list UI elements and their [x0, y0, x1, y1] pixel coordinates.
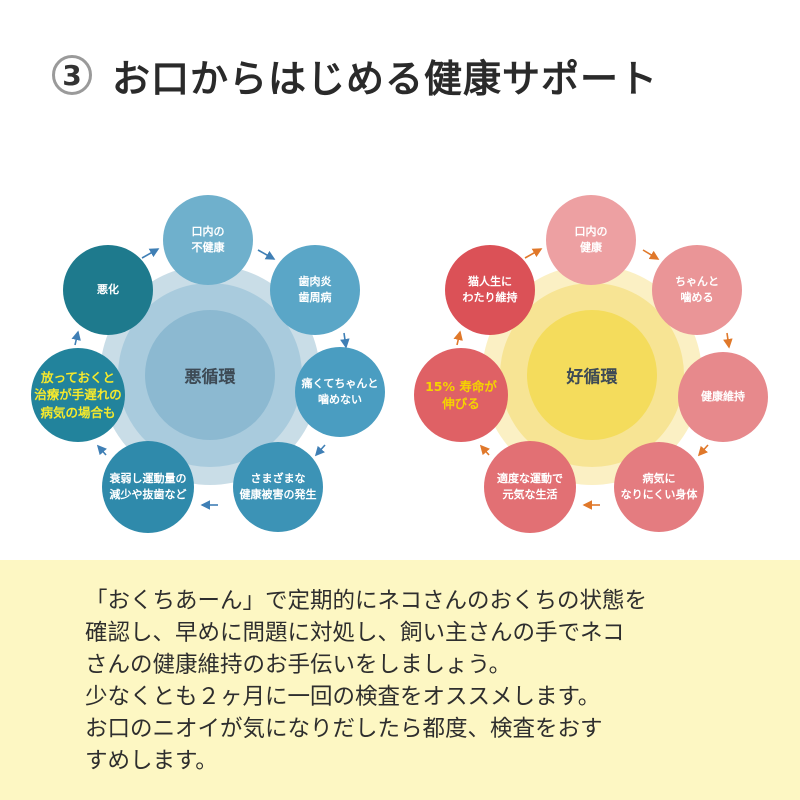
vicious-inner-ring: [145, 310, 275, 440]
virtuous-arrows: [453, 248, 733, 510]
vicious-node-gingivitis: 歯肉炎 歯周病: [270, 245, 360, 335]
vicious-center-label: 悪循環: [184, 367, 236, 388]
vicious-node-untreated-warning: 放っておくと 治療が手遅れの 病気の場合も: [31, 348, 125, 442]
virtuous-node-health-maintenance: 健康維持: [678, 352, 768, 442]
virtuous-node-oral-healthy: 口内の 健康: [546, 195, 636, 285]
cycle-diagrams: 悪循環 口内の 不健康 歯肉炎 歯周病 痛くてちゃんと 噛めない さまざまな 健…: [31, 195, 768, 533]
arrow-icon: [697, 444, 709, 457]
note-line: すめします。: [85, 748, 218, 774]
cycle-arrows: [71, 248, 733, 510]
virtuous-node-disease-resistant: 病気に なりにくい身体: [614, 442, 704, 532]
virtuous-node-can-chew: ちゃんと 噛める: [652, 245, 742, 335]
virtuous-node-lifespan-extended: 15% 寿命が 伸びる: [414, 348, 508, 442]
arrow-icon: [453, 330, 463, 346]
arrow-icon: [96, 444, 107, 456]
vicious-node-weakening: 衰弱し運動量の 減少や抜歯など: [102, 441, 194, 533]
arrow-icon: [524, 248, 543, 259]
arrow-icon: [314, 444, 326, 457]
vicious-node-worsening: 悪化: [63, 245, 153, 335]
note-line: 「おくちあーん」で定期的にネコさんのおくちの状態を: [85, 588, 648, 614]
arrow-icon: [71, 330, 81, 346]
virtuous-node-active-life: 適度な運動で 元気な生活: [484, 441, 576, 533]
virtuous-center-label: 好循環: [566, 367, 618, 388]
note-line: 少なくとも２ヶ月に一回の検査をオススメします。: [85, 684, 601, 710]
arrow-icon: [642, 249, 660, 260]
page-title: お口からはじめる健康サポート: [112, 56, 659, 101]
arrow-icon: [141, 248, 160, 259]
note-line: さんの健康維持のお手伝いをしましょう。: [85, 652, 512, 678]
arrow-icon: [340, 332, 350, 349]
advice-note-text: 「おくちあーん」で定期的にネコさんのおくちの状態を 確認し、早めに問題に対処し、…: [85, 585, 725, 777]
virtuous-node-lifelong: 猫人生に わたり維持: [445, 245, 535, 335]
vicious-node-cannot-chew: 痛くてちゃんと 噛めない: [295, 347, 385, 437]
arrow-icon: [479, 444, 490, 456]
vicious-node-oral-unhealthy: 口内の 不健康: [163, 195, 253, 285]
arrow-icon: [723, 332, 733, 349]
arrow-icon: [257, 249, 276, 260]
virtuous-inner-ring: [527, 310, 657, 440]
section-number-badge: 3: [52, 55, 92, 95]
vicious-node-health-damage: さまざまな 健康被害の発生: [233, 442, 323, 532]
note-line: お口のニオイが気になりだしたら都度、検査をおす: [85, 716, 603, 742]
vicious-arrows: [71, 248, 350, 510]
note-line: 確認し、早めに問題に対処し、飼い主さんの手でネコ: [85, 620, 625, 646]
advice-note-panel: 「おくちあーん」で定期的にネコさんのおくちの状態を 確認し、早めに問題に対処し、…: [0, 560, 800, 800]
section-header: 3 お口からはじめる健康サポート: [52, 45, 658, 105]
